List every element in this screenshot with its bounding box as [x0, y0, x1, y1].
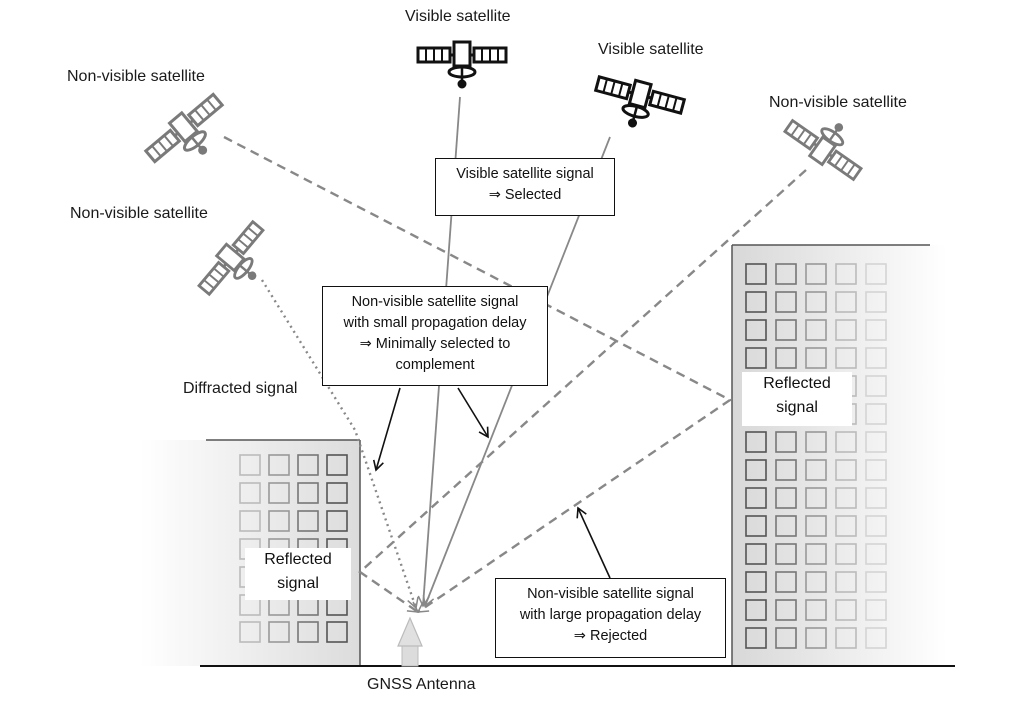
- callout-line: complement: [395, 357, 475, 373]
- visible-signal-callout: Visible satellite signal ⇒ Selected: [435, 158, 615, 216]
- callout-line: Non-visible satellite signal: [527, 586, 694, 602]
- right-building: [731, 244, 947, 666]
- small-delay-callout: Non-visible satellite signal with small …: [322, 286, 548, 386]
- reflected-line: signal: [776, 399, 818, 416]
- reflected-signal-left: [358, 169, 807, 613]
- nonvisible-satellite-icon-right: [780, 98, 877, 186]
- nonvisible-satellite-label-left: Non-visible satellite: [70, 205, 208, 222]
- large-delay-callout: Non-visible satellite signal with large …: [495, 578, 726, 658]
- nonvisible-satellite-icon-topleft: [140, 88, 241, 184]
- callout-arrow-small-delay: [457, 387, 489, 439]
- visible-satellite-label-2: Visible satellite: [598, 41, 704, 58]
- callout-arrow-diffracted: [372, 387, 401, 472]
- callout-line: ⇒ Minimally selected to: [359, 336, 511, 352]
- nonvisible-satellite-label-topleft: Non-visible satellite: [67, 68, 205, 85]
- reflected-signal-right: [223, 135, 733, 613]
- callout-line: ⇒ Selected: [488, 187, 562, 203]
- visible-satellite-label-1: Visible satellite: [405, 8, 511, 25]
- nonvisible-satellite-label-right: Non-visible satellite: [769, 94, 907, 111]
- visible-satellite-icon-1: [416, 40, 508, 90]
- reflected-line: Reflected: [264, 551, 332, 568]
- callout-line: with large propagation delay: [519, 607, 702, 623]
- gnss-antenna-label: GNSS Antenna: [367, 676, 476, 693]
- gnss-antenna-icon: [397, 616, 423, 667]
- nonvisible-satellite-icon-left: [193, 216, 284, 312]
- reflected-signal-label-right: Reflected signal: [742, 372, 852, 426]
- callout-line: ⇒ Rejected: [573, 628, 648, 644]
- reflected-line: Reflected: [763, 375, 831, 392]
- callout-arrow-large-delay: [576, 506, 611, 579]
- callout-line: Non-visible satellite signal: [351, 294, 519, 310]
- diffracted-signal-label: Diffracted signal: [183, 380, 298, 397]
- callout-line: Visible satellite signal: [456, 166, 594, 182]
- callout-line: with small propagation delay: [343, 315, 527, 331]
- diffracted-signal: [260, 279, 419, 610]
- visible-satellite-icon-2: [587, 69, 688, 140]
- reflected-line: signal: [277, 575, 319, 592]
- reflected-signal-label-left: Reflected signal: [245, 548, 351, 600]
